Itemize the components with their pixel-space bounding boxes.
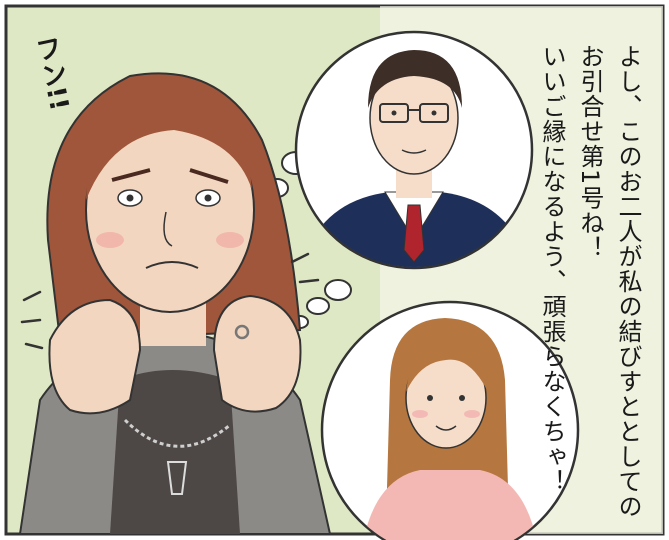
determined-woman [18, 72, 332, 535]
thought-trail-bottom [291, 279, 352, 329]
narration-line-3: いいご縁になるよう、頑張らなくちゃ！ [538, 44, 566, 494]
narration-line-1: よし、このお二人が私の結びすととしての [614, 44, 642, 519]
tension-marks [20, 252, 320, 350]
narration-line-2: お引合せ第1号ね！ [576, 44, 604, 261]
narration-text: よし、このお二人が私の結びすととしての お引合せ第1号ね！ いいご縁になるよう、… [533, 44, 647, 519]
thought-bubble-woman [320, 300, 580, 540]
thought-bubble-man [294, 30, 534, 270]
